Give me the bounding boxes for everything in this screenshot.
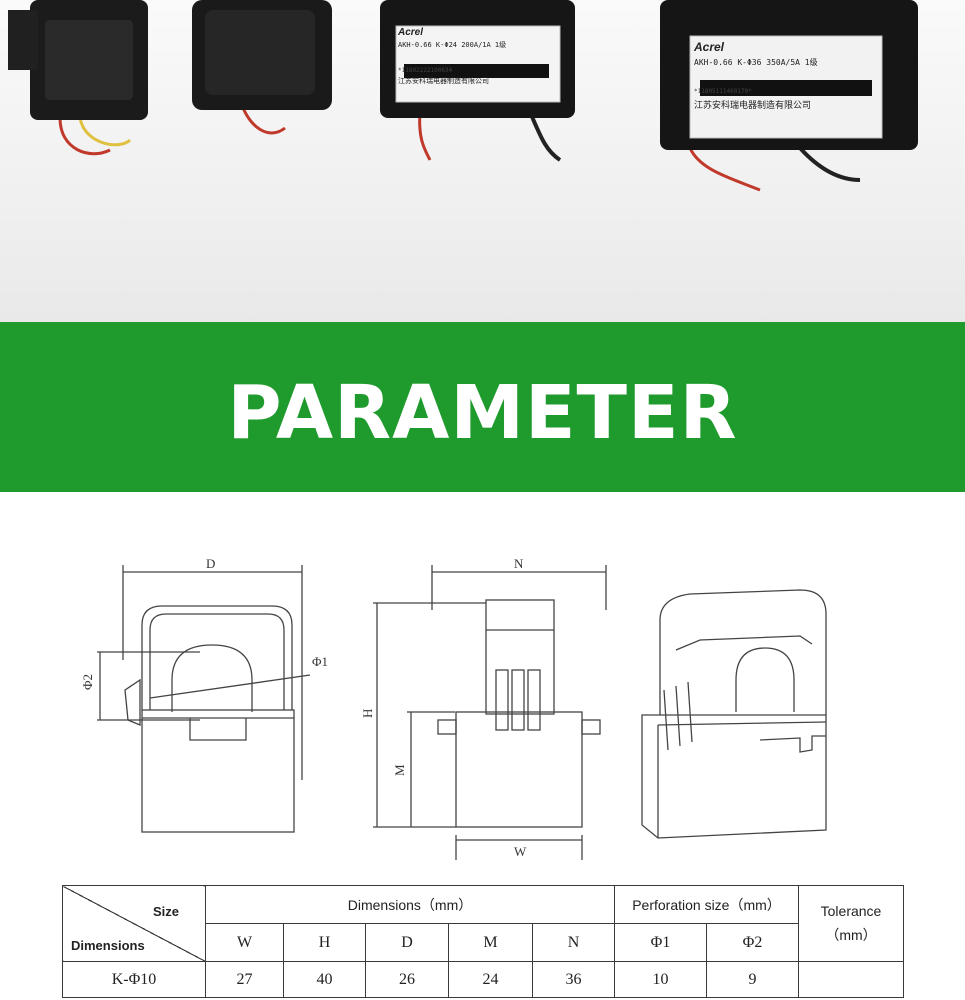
row-model: K-Φ10 xyxy=(62,961,206,998)
column-header: N xyxy=(532,923,615,962)
ct-device-1 xyxy=(8,0,148,120)
product-photo: Acrel AKH-0.66 K-Φ24 200A/1A 1级 *1180222… xyxy=(0,0,965,322)
front-dim-phi2: Φ2 xyxy=(80,674,95,690)
drawings-svg: D Φ2 Φ1 N H M W xyxy=(80,556,827,860)
product-label-2: Acrel AKH-0.66 K-Φ36 350A/5A 1级 *1180511… xyxy=(694,40,882,111)
front-view-drawing xyxy=(97,565,311,833)
technical-drawings: D Φ2 Φ1 N H M W xyxy=(0,540,965,880)
label-serial: *11805111460170* xyxy=(694,88,752,95)
cell-tolerance xyxy=(798,961,904,998)
side-dim-n: N xyxy=(514,556,524,571)
front-dim-d: D xyxy=(206,556,215,571)
label-model: AKH-0.66 K-Φ36 350A/5A 1级 xyxy=(694,58,818,67)
side-dim-m: M xyxy=(392,764,407,776)
cell-h: 40 xyxy=(283,961,366,998)
column-header: M xyxy=(448,923,533,962)
front-dim-phi1: Φ1 xyxy=(312,654,328,669)
column-header: W xyxy=(205,923,284,962)
cell-m: 24 xyxy=(448,961,533,998)
side-dim-h: H xyxy=(360,709,375,718)
ct-device-4 xyxy=(660,0,918,150)
group-perforation-header: Perforation size（mm） xyxy=(614,885,799,924)
corner-dimensions-label: Dimensions xyxy=(71,938,145,953)
parameter-table: Size Dimensions Dimensions（mm） Perforati… xyxy=(62,885,904,998)
side-dim-w: W xyxy=(514,844,527,859)
tolerance-unit: （mm） xyxy=(825,926,877,943)
cell-w: 27 xyxy=(205,961,284,998)
label-brand: Acrel xyxy=(398,27,424,38)
banner-title: PARAMETER xyxy=(227,370,738,456)
section-banner: PARAMETER xyxy=(0,322,965,492)
table-corner-cell: Size Dimensions xyxy=(62,885,206,962)
column-header: Φ1 xyxy=(614,923,707,962)
table-row: K-Φ10 27 40 26 24 36 10 9 xyxy=(62,961,904,998)
group-dimensions-header: Dimensions（mm） xyxy=(205,885,615,924)
ct-device-3 xyxy=(380,0,575,118)
product-photo-art xyxy=(8,0,918,192)
corner-size-label: Size xyxy=(152,904,179,919)
column-header: Φ2 xyxy=(706,923,799,962)
isometric-view-drawing xyxy=(641,589,827,839)
cell-n: 36 xyxy=(532,961,615,998)
product-label-1: Acrel AKH-0.66 K-Φ24 200A/1A 1级 *1180222… xyxy=(398,27,558,86)
label-brand: Acrel xyxy=(694,40,725,54)
label-maker: 江苏安科瑞电器制造有限公司 xyxy=(398,77,489,85)
tolerance-label: Tolerance xyxy=(820,902,882,919)
cell-phi2: 9 xyxy=(706,961,799,998)
column-header: D xyxy=(365,923,449,962)
column-header: H xyxy=(283,923,366,962)
cell-phi1: 10 xyxy=(614,961,707,998)
label-maker: 江苏安科瑞电器制造有限公司 xyxy=(694,101,812,111)
ct-device-2 xyxy=(192,0,332,110)
label-serial: *11802222100634 xyxy=(398,67,453,74)
side-view-drawing xyxy=(373,565,607,860)
label-model: AKH-0.66 K-Φ24 200A/1A 1级 xyxy=(398,41,507,49)
tolerance-header: Tolerance （mm） xyxy=(798,885,904,962)
cell-d: 26 xyxy=(365,961,449,998)
